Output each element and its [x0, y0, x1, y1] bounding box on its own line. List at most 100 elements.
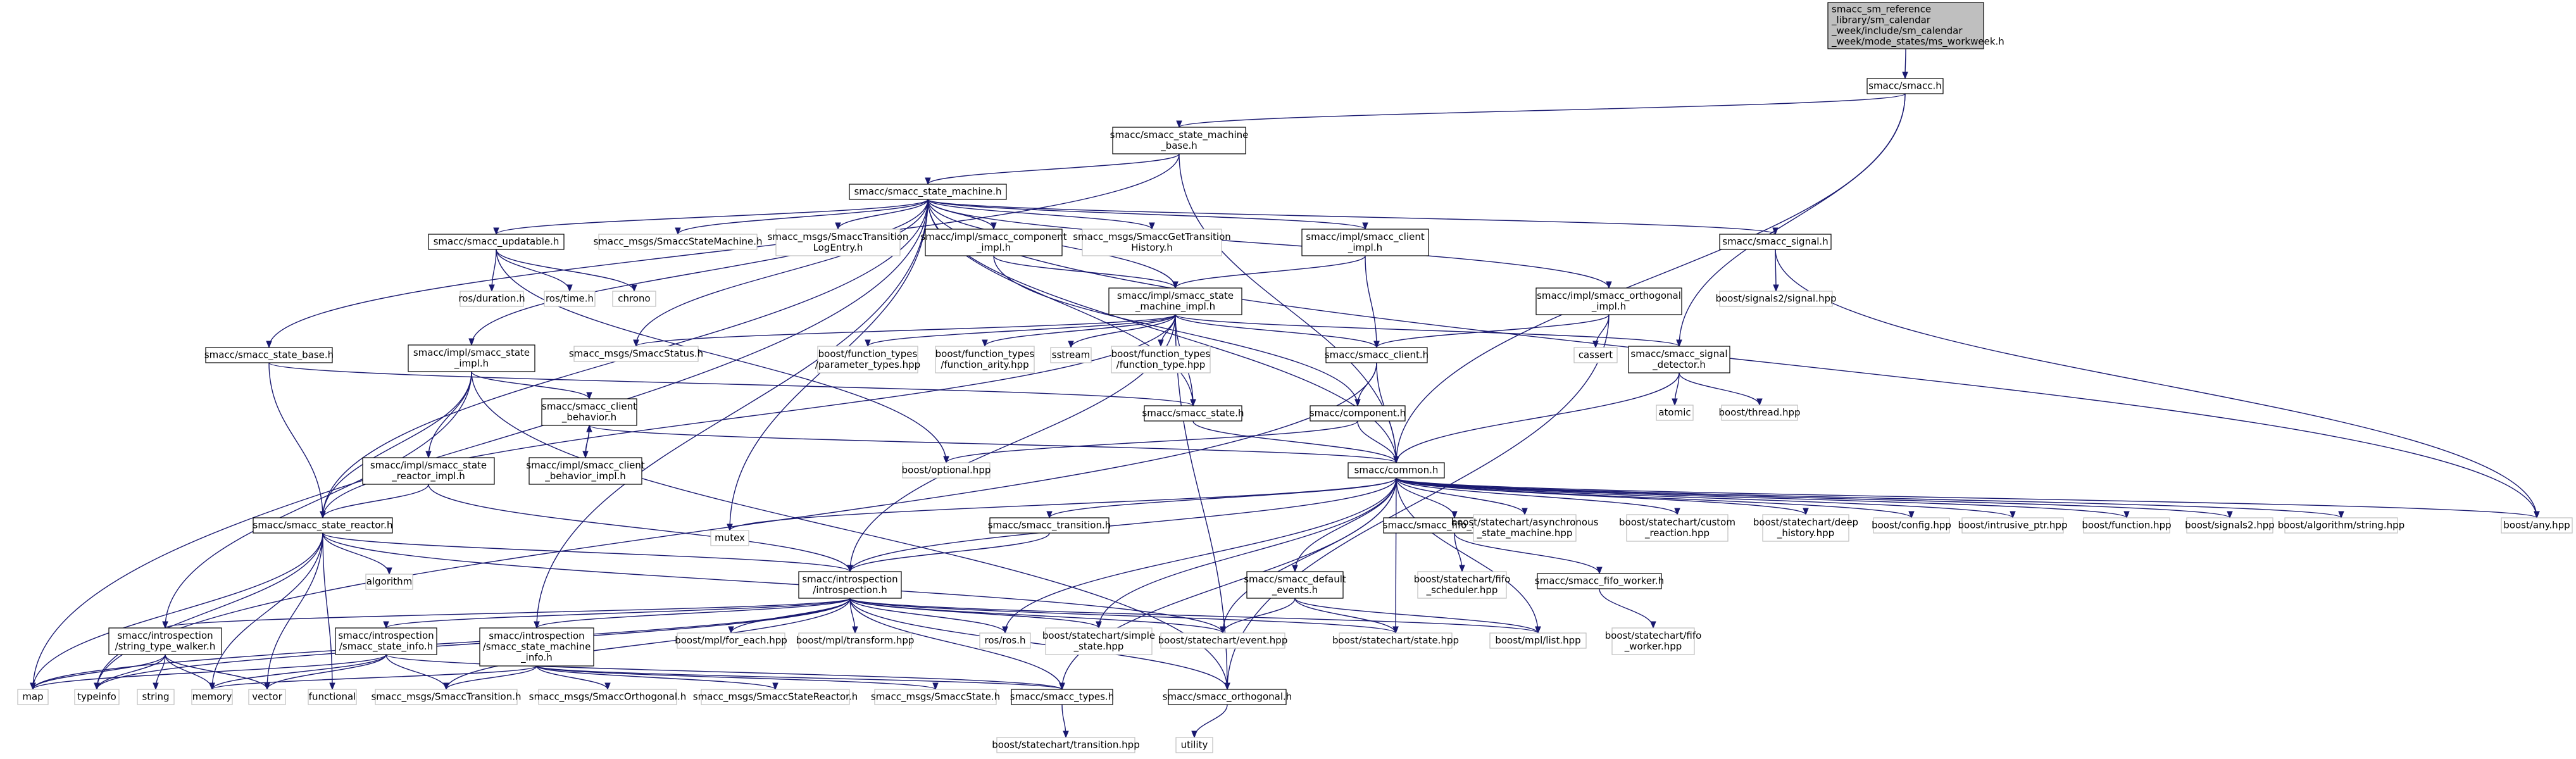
- node-signal[interactable]: smacc/smacc_signal.h: [1719, 234, 1832, 250]
- node-orthogonal[interactable]: smacc/smacc_orthogonal.h: [1163, 689, 1292, 705]
- edge-line: [496, 199, 928, 235]
- node-label: ros/time.h: [546, 293, 594, 304]
- node-box: [17, 689, 49, 705]
- node-box: [1866, 78, 1944, 94]
- edge-comp-impl-to-component: [993, 255, 1361, 407]
- node-types[interactable]: smacc/smacc_types.h: [1010, 689, 1114, 705]
- node-client-beh-impl[interactable]: smacc/impl/smacc_client_behavior_impl.h: [526, 457, 645, 485]
- edge-line: [1192, 420, 1397, 463]
- node-introspection[interactable]: smacc/introspection/introspection.h: [798, 571, 902, 599]
- edge-line: [1396, 477, 2342, 518]
- node-reactor[interactable]: smacc/smacc_state_reactor.h: [253, 517, 393, 534]
- node-mpl-foreach: boost/mpl/for_each.hpp: [675, 632, 787, 649]
- node-label: smacc/impl/smacc_client: [526, 460, 645, 472]
- edge-sm-to-msg-sm: [675, 199, 928, 235]
- node-thread: boost/thread.hpp: [1718, 405, 1801, 421]
- node-label: History.h: [1131, 242, 1173, 253]
- node-label: _history.hpp: [1777, 527, 1834, 539]
- node-box: [1573, 347, 1618, 363]
- node-sm-base[interactable]: smacc/smacc_state_machine_base.h: [1110, 127, 1249, 154]
- edge-line: [1396, 477, 2230, 518]
- node-cassert: cassert: [1573, 347, 1618, 363]
- edge-common-to-rosros: [1002, 477, 1397, 634]
- node-orth-impl[interactable]: smacc/impl/smacc_orthogonal_impl.h: [1535, 287, 1682, 315]
- edge-default-events-to-mpl-list: [1294, 598, 1541, 634]
- node-state-impl[interactable]: smacc/impl/smacc_state_impl.h: [408, 344, 535, 372]
- node-mpl-list: boost/mpl/list.hpp: [1489, 632, 1587, 649]
- edge-arrowhead: [1803, 508, 1809, 516]
- node-fifo-worker[interactable]: smacc/smacc_fifo_worker.h: [1535, 573, 1664, 589]
- node-client-beh[interactable]: smacc/smacc_client_behavior.h: [541, 398, 637, 426]
- node-label: smacc/impl/smacc_orthogonal: [1537, 290, 1681, 302]
- edge-arrowhead: [982, 339, 988, 348]
- edge-line: [849, 598, 1396, 634]
- node-default-events[interactable]: smacc/smacc_default_events.h: [1244, 571, 1346, 599]
- node-box: [2083, 517, 2170, 534]
- edge-line: [322, 532, 333, 690]
- node-box: [1168, 689, 1287, 705]
- edge-reactor-to-algorithm: [322, 532, 392, 575]
- edge-line: [165, 371, 472, 629]
- edge-arrowhead: [1392, 626, 1399, 634]
- node-sm[interactable]: smacc/smacc_state_machine.h: [849, 184, 1007, 200]
- node-reactor-impl[interactable]: smacc/impl/smacc_state_reactor_impl.h: [362, 457, 495, 485]
- node-transition[interactable]: smacc/smacc_transition.h: [988, 517, 1111, 534]
- node-label: atomic: [1658, 407, 1691, 418]
- edge-state-impl-to-stw: [162, 371, 472, 629]
- node-box: [2284, 517, 2398, 534]
- node-client[interactable]: smacc/smacc_client.h: [1325, 347, 1429, 363]
- node-box: [1626, 514, 1729, 542]
- node-label: boost/signals2/signal.hpp: [1715, 293, 1836, 304]
- node-box: [248, 689, 286, 705]
- edge-line: [32, 532, 323, 690]
- node-label: smacc_msgs/SmaccGetTransition: [1073, 231, 1231, 243]
- edge-stw-to-typeinfo: [94, 654, 166, 691]
- node-updatable[interactable]: smacc/smacc_updatable.h: [428, 234, 565, 250]
- node-label: algorithm: [366, 576, 412, 587]
- node-box: [1325, 347, 1428, 363]
- node-common[interactable]: smacc/common.h: [1347, 462, 1445, 479]
- node-label: LogEntry.h: [813, 242, 863, 253]
- node-component[interactable]: smacc/component.h: [1310, 405, 1406, 422]
- edge-reactor-impl-to-introspection: [428, 484, 853, 573]
- edge-state-impl-to-reactor: [320, 371, 472, 519]
- node-client-impl[interactable]: smacc/impl/smacc_client_impl.h: [1301, 229, 1429, 256]
- node-box: [1762, 514, 1849, 542]
- edge-introspection-to-mpl-list: [849, 598, 1541, 634]
- node-label: _base.h: [1160, 140, 1197, 152]
- node-label: smacc/smacc_state_machine.h: [854, 186, 1001, 198]
- node-label: smacc/smacc_default: [1244, 574, 1346, 586]
- edge-arrowhead: [1362, 222, 1368, 230]
- edge-introspection-to-rosros: [849, 598, 1008, 634]
- edge-arrowhead: [1059, 682, 1065, 691]
- edge-line: [268, 362, 1194, 406]
- edge-sm-impl-to-ft-arity: [982, 314, 1176, 348]
- edge-arrowhead: [1373, 341, 1380, 349]
- node-sm-impl[interactable]: smacc/impl/smacc_state_machine_impl.h: [1108, 287, 1242, 315]
- node-smacc-h[interactable]: smacc/smacc.h: [1866, 78, 1944, 94]
- node-box: [74, 689, 120, 705]
- node-state-info[interactable]: smacc/introspection/smacc_state_info.h: [335, 627, 437, 655]
- edge-arrowhead: [675, 227, 681, 235]
- node-signal-det[interactable]: smacc/smacc_signal_detector.h: [1628, 346, 1730, 373]
- edge-introspection-to-orthogonal: [849, 598, 1230, 691]
- node-utility: utility: [1175, 737, 1213, 753]
- node-stw[interactable]: smacc/introspection/string_type_walker.h: [108, 627, 222, 655]
- edge-arrowhead: [1592, 341, 1599, 349]
- edge-arrowhead: [586, 392, 592, 400]
- edge-smacc-h-to-signal-det: [1676, 93, 1906, 348]
- node-comp-impl[interactable]: smacc/impl/smacc_component_impl.h: [920, 229, 1067, 256]
- node-label: boost/statechart/custom: [1619, 517, 1735, 528]
- edge-line: [211, 654, 387, 690]
- node-box: [1011, 689, 1113, 705]
- edge-arrowhead: [1158, 339, 1164, 348]
- node-box: [428, 234, 565, 250]
- node-box: [1535, 287, 1682, 315]
- edge-sm-to-msg-gth: [927, 199, 1155, 230]
- node-label: utility: [1181, 739, 1208, 751]
- node-root[interactable]: smacc_sm_reference_library/sm_calendar_w…: [1827, 2, 2004, 49]
- node-state-base[interactable]: smacc/smacc_state_base.h: [204, 347, 334, 363]
- node-sm-info[interactable]: smacc/introspection/smacc_state_machine_…: [479, 627, 594, 667]
- node-state[interactable]: smacc/smacc_state.h: [1142, 405, 1244, 422]
- node-signals2: boost/signals2/signal.hpp: [1715, 291, 1837, 307]
